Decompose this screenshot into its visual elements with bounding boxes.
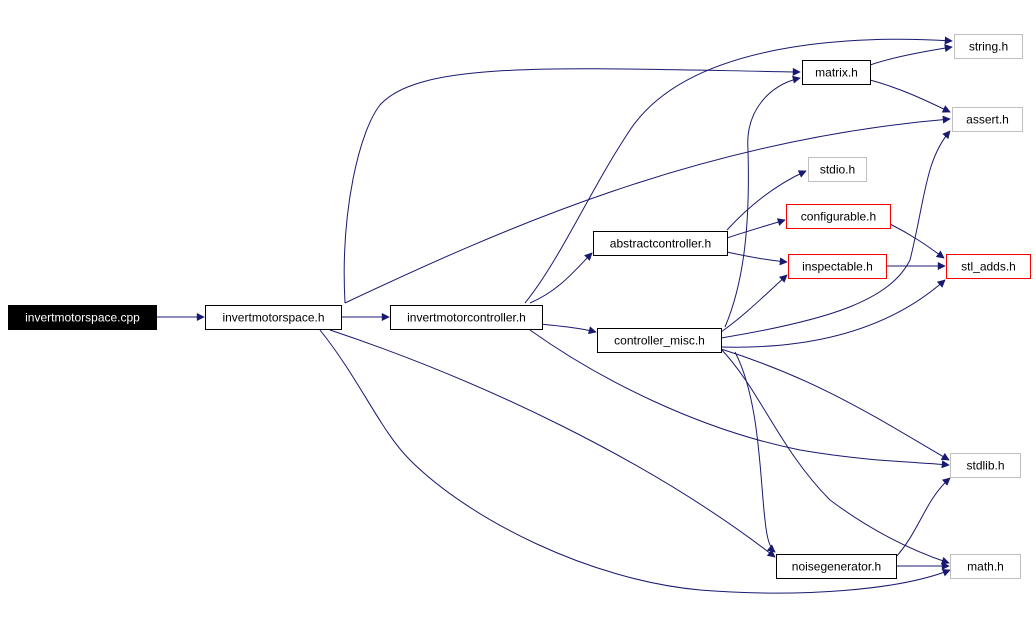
edge-abstractcontroller-h-to-inspectable-h	[726, 251, 788, 266]
edge-configurable-h-to-stl-adds-h	[889, 223, 945, 259]
node-label: string.h	[969, 40, 1008, 54]
node-stdlib-h[interactable]: stdlib.h	[950, 453, 1021, 478]
node-label: assert.h	[966, 113, 1009, 127]
edge-controller-misc-h-to-stl-adds-h	[720, 279, 946, 348]
edge-matrix-h-to-string-h	[869, 44, 953, 66]
node-label: invertmotorcontroller.h	[407, 311, 526, 325]
node-label: stdio.h	[820, 163, 855, 177]
edge-controller-misc-h-to-assert-h	[720, 130, 951, 339]
node-label: invertmotorspace.cpp	[25, 311, 140, 325]
node-box	[390, 305, 543, 330]
edge-abstractcontroller-h-to-stdio-h	[726, 170, 807, 231]
node-box	[946, 254, 1031, 279]
node-stdio-h[interactable]: stdio.h	[808, 157, 867, 182]
node-box	[954, 34, 1023, 59]
node-box	[786, 204, 891, 229]
node-box	[205, 305, 342, 330]
node-box	[808, 157, 867, 182]
node-box	[950, 453, 1021, 478]
edge-abstractcontroller-h-to-configurable-h	[726, 218, 786, 239]
node-assert-h[interactable]: assert.h	[952, 107, 1023, 132]
node-noisegenerator-h[interactable]: noisegenerator.h	[776, 554, 897, 579]
edge-invertmotorspace-h-to-matrix-h	[343, 67, 801, 304]
node-controller-misc-h[interactable]: controller_misc.h	[597, 328, 722, 353]
node-matrix-h[interactable]: matrix.h	[802, 60, 871, 85]
node-box	[776, 554, 897, 579]
node-stl-adds-h[interactable]: stl_adds.h	[946, 254, 1031, 279]
edges-layer	[156, 36, 953, 594]
edge-invertmotorspace-h-to-math-h	[319, 329, 951, 594]
node-invertmotorspace-h[interactable]: invertmotorspace.h	[205, 305, 342, 330]
node-box	[802, 60, 871, 85]
edge-controller-misc-h-to-matrix-h	[724, 75, 801, 328]
edge-invertmotorcontroller-h-to-string-h	[524, 36, 953, 304]
node-label: matrix.h	[815, 66, 858, 80]
node-string-h[interactable]: string.h	[954, 34, 1023, 59]
node-box	[952, 107, 1023, 132]
node-abstractcontroller-h[interactable]: abstractcontroller.h	[593, 231, 728, 256]
node-inspectable-h[interactable]: inspectable.h	[788, 254, 887, 279]
node-label: math.h	[967, 560, 1004, 574]
node-label: inspectable.h	[802, 260, 873, 274]
node-label: controller_misc.h	[614, 334, 705, 348]
edge-invertmotorcontroller-h-to-stdlib-h	[529, 329, 950, 469]
node-box	[950, 554, 1021, 579]
nodes-layer: invertmotorspace.cpp invertmotorspace.h in…	[8, 34, 1031, 579]
edge-controller-misc-h-to-math-h	[720, 348, 950, 565]
node-configurable-h[interactable]: configurable.h	[786, 204, 891, 229]
node-box	[597, 328, 722, 353]
node-math-h[interactable]: math.h	[950, 554, 1021, 579]
node-label: invertmotorspace.h	[222, 311, 324, 325]
edge-invertmotorcontroller-h-to-controller-misc-h	[539, 323, 597, 335]
node-box	[8, 305, 157, 330]
node-invertmotorspace-cpp[interactable]: invertmotorspace.cpp	[8, 305, 157, 330]
edge-noisegenerator-h-to-stdlib-h	[895, 477, 951, 558]
edge-invertmotorspace-h-to-noisegenerator-h	[329, 329, 776, 558]
node-label: noisegenerator.h	[792, 560, 881, 574]
edge-controller-misc-h-to-stdlib-h	[720, 348, 950, 461]
node-label: abstractcontroller.h	[610, 237, 711, 251]
node-label: stl_adds.h	[961, 260, 1016, 274]
node-label: stdlib.h	[966, 459, 1004, 473]
node-invertmotorcontroller-h[interactable]: invertmotorcontroller.h	[390, 305, 543, 330]
edge-controller-misc-h-to-inspectable-h	[720, 274, 788, 333]
edge-controller-misc-h-to-noisegenerator-h	[734, 351, 776, 553]
edge-invertmotorspace-h-to-assert-h	[344, 115, 951, 304]
node-box	[788, 254, 887, 279]
node-label: configurable.h	[801, 210, 876, 224]
edge-matrix-h-to-assert-h	[869, 79, 951, 113]
node-box	[593, 231, 728, 256]
edge-invertmotorcontroller-h-to-abstractcontroller-h	[529, 252, 593, 304]
